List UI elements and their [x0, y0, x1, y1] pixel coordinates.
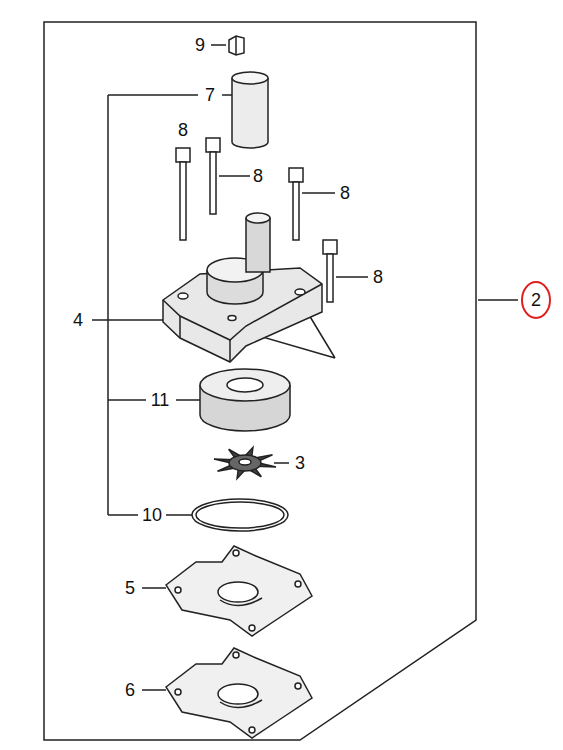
highlight-circle — [522, 282, 550, 318]
cap-part — [229, 36, 244, 55]
callout-number: 5 — [124, 578, 136, 598]
callout-number: 8 — [177, 120, 189, 140]
callout-number: 8 — [252, 166, 264, 186]
o-ring-part — [192, 499, 288, 531]
callout-number: 4 — [72, 310, 84, 330]
tube-part — [232, 78, 268, 148]
plate-part — [166, 546, 312, 636]
callout-number: 6 — [124, 680, 136, 700]
kit-border — [44, 22, 476, 740]
callout-number: 8 — [372, 267, 384, 287]
impeller-part — [214, 447, 276, 478]
callout-number: 7 — [204, 85, 216, 105]
bolt-part — [176, 138, 337, 302]
leader-line — [92, 45, 518, 690]
callout-number: 2 — [530, 290, 542, 310]
plate-part — [166, 648, 312, 738]
callout-number: 8 — [339, 183, 351, 203]
callout-number: 3 — [294, 453, 306, 473]
callout-number: 9 — [194, 35, 206, 55]
callout-number: 11 — [150, 390, 171, 410]
callout-number: 10 — [141, 505, 163, 525]
